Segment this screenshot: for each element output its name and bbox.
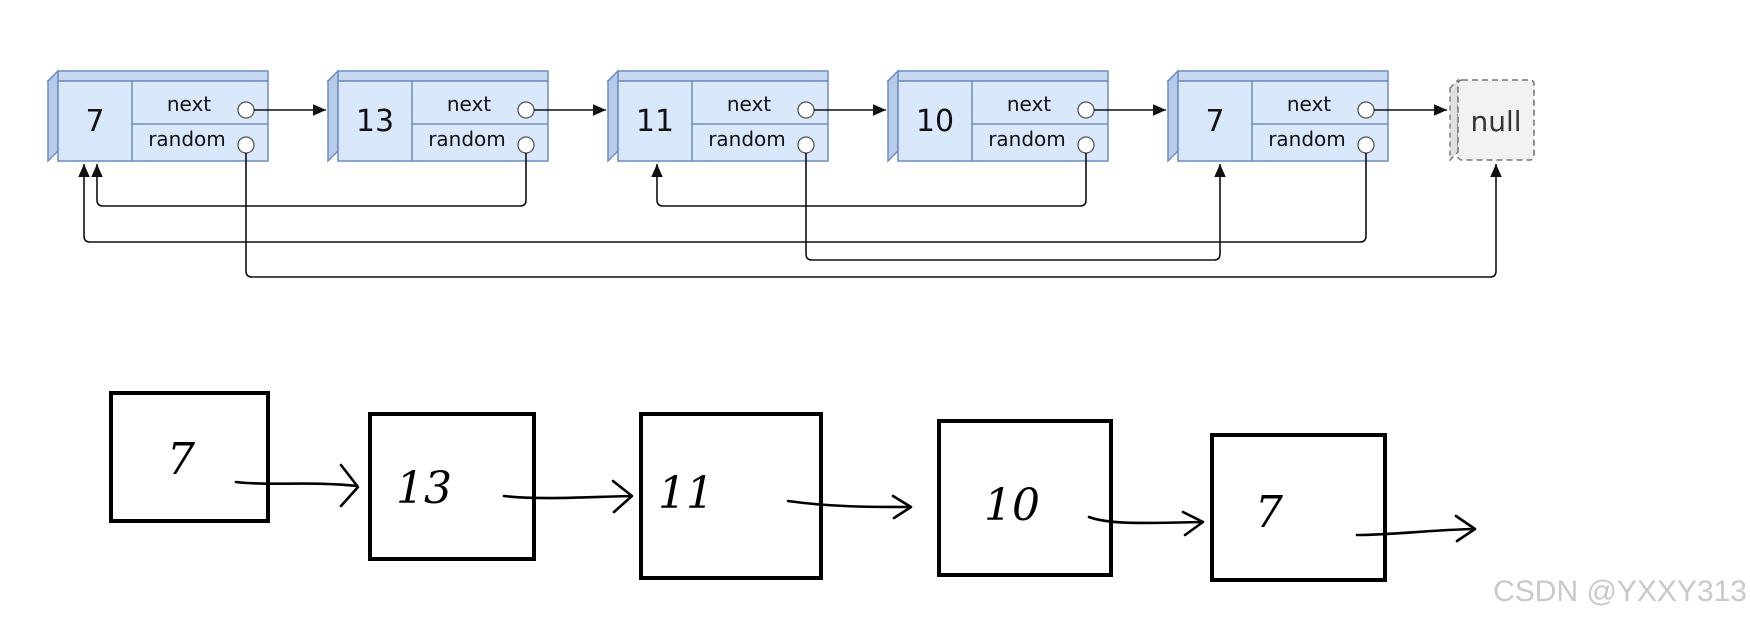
node-value: 7 — [1205, 104, 1224, 139]
next-field-label: next — [1007, 92, 1051, 116]
random-arrow — [245, 153, 1502, 278]
next-field-label: next — [167, 92, 211, 116]
node-value: 7 — [85, 104, 104, 139]
random-port — [1357, 136, 1375, 154]
sketch-node: 13 — [368, 412, 536, 561]
next-port — [517, 101, 535, 119]
random-pointers — [78, 153, 1502, 278]
node-value: 11 — [636, 104, 674, 139]
sketch-arrow — [786, 494, 913, 520]
sketch-node: 10 — [937, 419, 1113, 577]
sketch-node-value: 7 — [1255, 487, 1283, 538]
typed-linked-list: 7 next random 13 next random 11 — [46, 69, 1535, 278]
sketch-linked-list: 7 13 11 10 7 — [109, 391, 1477, 582]
sketch-arrow — [1087, 510, 1205, 537]
list-node: 7 next random — [1166, 69, 1389, 163]
next-port — [1357, 101, 1375, 119]
random-port — [1077, 136, 1095, 154]
random-port — [517, 136, 535, 154]
sketch-node: 11 — [639, 412, 823, 580]
list-node: 7 next random — [46, 69, 269, 163]
random-arrow — [78, 153, 1367, 243]
next-field-label: next — [727, 92, 771, 116]
random-field-label: random — [148, 127, 226, 151]
list-node: 10 next random — [886, 69, 1109, 163]
sketch-node-value: 7 — [167, 434, 195, 485]
random-field-label: random — [708, 127, 786, 151]
watermark: CSDN @YXXY313 — [1493, 575, 1747, 608]
node-value: 13 — [356, 104, 394, 139]
next-port — [1077, 101, 1095, 119]
random-field-label: random — [988, 127, 1066, 151]
random-arrow — [805, 153, 1226, 261]
random-arrow — [651, 153, 1087, 207]
next-field-label: next — [1287, 92, 1331, 116]
random-field-label: random — [1268, 127, 1346, 151]
sketch-arrows — [234, 463, 1477, 543]
null-label: null — [1470, 105, 1521, 138]
sketch-arrow — [1355, 514, 1477, 543]
next-field-label: next — [447, 92, 491, 116]
random-port — [797, 136, 815, 154]
list-node: 13 next random — [326, 69, 549, 163]
sketch-node: 7 — [109, 391, 270, 523]
list-node: 11 next random — [606, 69, 829, 163]
sketch-node-value: 11 — [658, 468, 714, 519]
node-value: 10 — [916, 104, 954, 139]
sketch-node-value: 10 — [984, 480, 1040, 531]
random-port — [237, 136, 255, 154]
random-arrow — [91, 153, 527, 207]
null-node: null — [1449, 78, 1535, 162]
sketch-node-value: 13 — [396, 463, 452, 514]
next-port — [237, 101, 255, 119]
next-port — [797, 101, 815, 119]
sketch-arrow — [502, 479, 634, 514]
sketch-arrow — [234, 463, 360, 508]
random-field-label: random — [428, 127, 506, 151]
sketch-node: 7 — [1210, 433, 1387, 582]
